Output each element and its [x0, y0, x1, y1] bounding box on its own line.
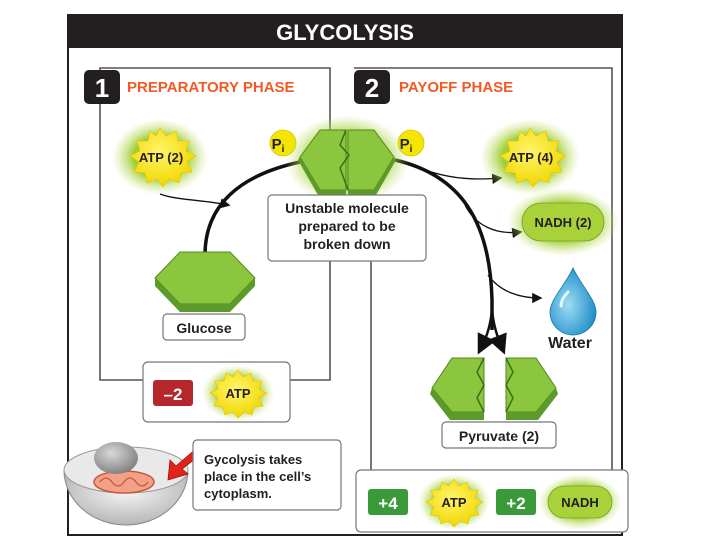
pi-left-subscript: i — [282, 144, 285, 155]
preparatory-phase-frame — [99, 67, 331, 381]
unstable-molecule-hexagon — [285, 115, 409, 205]
prep-net-atp-label: ATP — [225, 386, 250, 401]
net-atp-label: ATP — [441, 495, 466, 510]
cell-illustration — [63, 442, 189, 526]
phase-2-badge — [354, 70, 390, 104]
prep-net-value: –2 — [164, 385, 183, 404]
pathway-arrow-up — [203, 160, 301, 256]
nadh-output-label: NADH (2) — [534, 215, 591, 230]
pyruvate-molecules — [430, 357, 558, 420]
water-label: Water — [548, 335, 592, 352]
water-output-arrow — [487, 274, 543, 304]
phase-2-number: 2 — [365, 73, 379, 103]
prep-net-atp-badge: ATP — [202, 365, 274, 421]
nadh-output-badge: NADH (2) — [507, 188, 619, 256]
unstable-label-line1: Unstable molecule — [285, 200, 409, 216]
unstable-label-line2: prepared to be — [298, 218, 395, 234]
net-atp-badge: ATP — [418, 474, 490, 530]
phase-1-badge — [84, 70, 120, 104]
prep-net-value-badge — [153, 380, 193, 406]
water-drop-icon — [549, 267, 597, 336]
cell-note-box — [192, 439, 342, 511]
phase-2-label: PAYOFF PHASE — [399, 79, 513, 96]
net-nadh-value-badge — [496, 489, 536, 515]
atp-output-badge: ATP (4) — [480, 119, 580, 195]
cell-note-line1: Gycolysis takes — [204, 452, 302, 467]
net-atp-value: +4 — [378, 494, 398, 513]
pi-right-subscript: i — [410, 144, 413, 155]
pi-left-label: P — [272, 136, 282, 153]
atp-output-label: ATP (4) — [509, 150, 553, 165]
glucose-label-box — [162, 313, 246, 341]
glucose-label: Glucose — [176, 320, 231, 336]
phase-1-number: 1 — [95, 73, 109, 103]
payoff-phase-frame — [354, 67, 613, 470]
diagram-title: GLYCOLYSIS — [276, 20, 414, 45]
net-nadh-badge: NADH — [538, 474, 622, 530]
pyruvate-label-box — [441, 421, 557, 449]
pathway-arrow-down — [394, 158, 494, 330]
pyruvate-arrow-right — [488, 309, 507, 355]
unstable-label-line3: broken down — [303, 236, 390, 252]
glucose-hexagon — [154, 251, 256, 312]
net-nadh-value: +2 — [506, 494, 525, 513]
title-bar — [68, 15, 622, 48]
svg-text:Pi: Pi — [272, 136, 285, 155]
atp-input-badge: ATP (2) — [112, 119, 208, 195]
unstable-molecule-box — [267, 194, 427, 262]
cell-note-line3: cytoplasm. — [204, 486, 272, 501]
net-atp-value-badge — [368, 489, 408, 515]
net-nadh-label: NADH — [561, 495, 599, 510]
atp-input-label: ATP (2) — [139, 150, 183, 165]
phase-1-label: PREPARATORY PHASE — [127, 79, 295, 96]
cell-note-line2: place in the cell’s — [204, 469, 311, 484]
pyruvate-label: Pyruvate (2) — [459, 428, 539, 444]
